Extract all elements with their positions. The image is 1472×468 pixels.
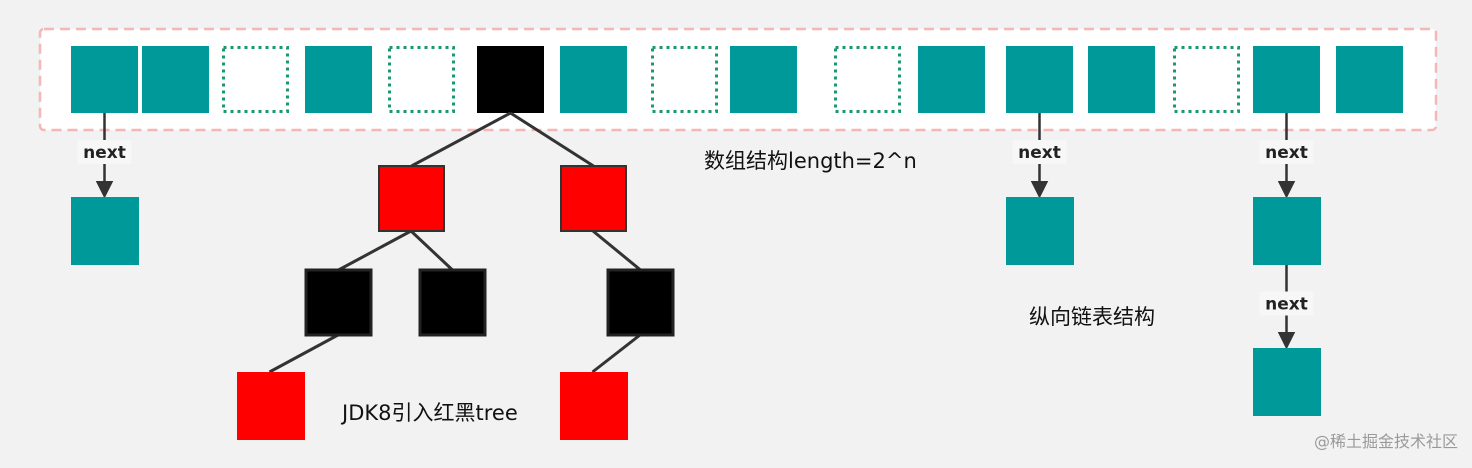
watermark: @稀土掘金技术社区 (1313, 432, 1458, 451)
array-slot-tree-root (477, 46, 544, 113)
next-label-backdrop (77, 140, 132, 164)
array-slots (71, 46, 1403, 113)
next-label: next (83, 143, 126, 163)
array-slot-empty (834, 46, 901, 113)
array-slot-filled (1006, 46, 1073, 113)
next-label: next (1265, 143, 1308, 163)
array-slot-empty (222, 46, 289, 113)
array-slot-filled (142, 46, 209, 113)
tree-node-red (560, 372, 628, 440)
red-black-tree-label: JDK8引入红黑tree (340, 401, 518, 425)
array-structure-label: 数组结构length=2^n (704, 149, 917, 173)
next-label-backdrop (1259, 140, 1314, 164)
array-slot-filled (1336, 46, 1403, 113)
tree-edge (410, 111, 512, 168)
tree-node-black (304, 268, 373, 337)
tree-node-red (560, 165, 627, 232)
tree-edge (592, 229, 642, 272)
linked-list-node (1253, 197, 1321, 265)
tree-edge (409, 229, 454, 272)
next-label: next (1265, 295, 1308, 315)
tree-edge (509, 111, 595, 168)
array-slot-empty (1173, 46, 1240, 113)
tree-edges (268, 111, 642, 374)
next-label-backdrop (1259, 291, 1314, 316)
array-slot-filled (730, 46, 797, 113)
tree-node-black (606, 268, 675, 337)
linked-list-node (1253, 348, 1321, 416)
tree-node-red (237, 372, 305, 440)
tree-edge (268, 333, 339, 374)
array-slot-filled (1088, 46, 1155, 113)
array-slot-filled (71, 46, 138, 113)
tree-node-black (418, 268, 487, 337)
array-slot-empty (388, 46, 455, 113)
tree-nodes (237, 165, 675, 440)
tree-node-red (378, 165, 445, 232)
next-label-backdrop (1012, 140, 1067, 164)
tree-edge (337, 229, 412, 272)
array-slot-filled (1253, 46, 1320, 113)
vertical-linked-list-label: 纵向链表结构 (1029, 305, 1155, 329)
link-nodes (71, 197, 1321, 416)
link-connectors: next next next next (77, 113, 1314, 350)
linked-list-node (1006, 197, 1074, 265)
linked-list-node (71, 197, 139, 265)
tree-edge (591, 333, 641, 374)
array-slot-filled (560, 46, 627, 113)
array-slot-filled (918, 46, 985, 113)
array-slot-filled (305, 46, 372, 113)
next-label: next (1018, 143, 1061, 163)
array-slot-empty (651, 46, 718, 113)
